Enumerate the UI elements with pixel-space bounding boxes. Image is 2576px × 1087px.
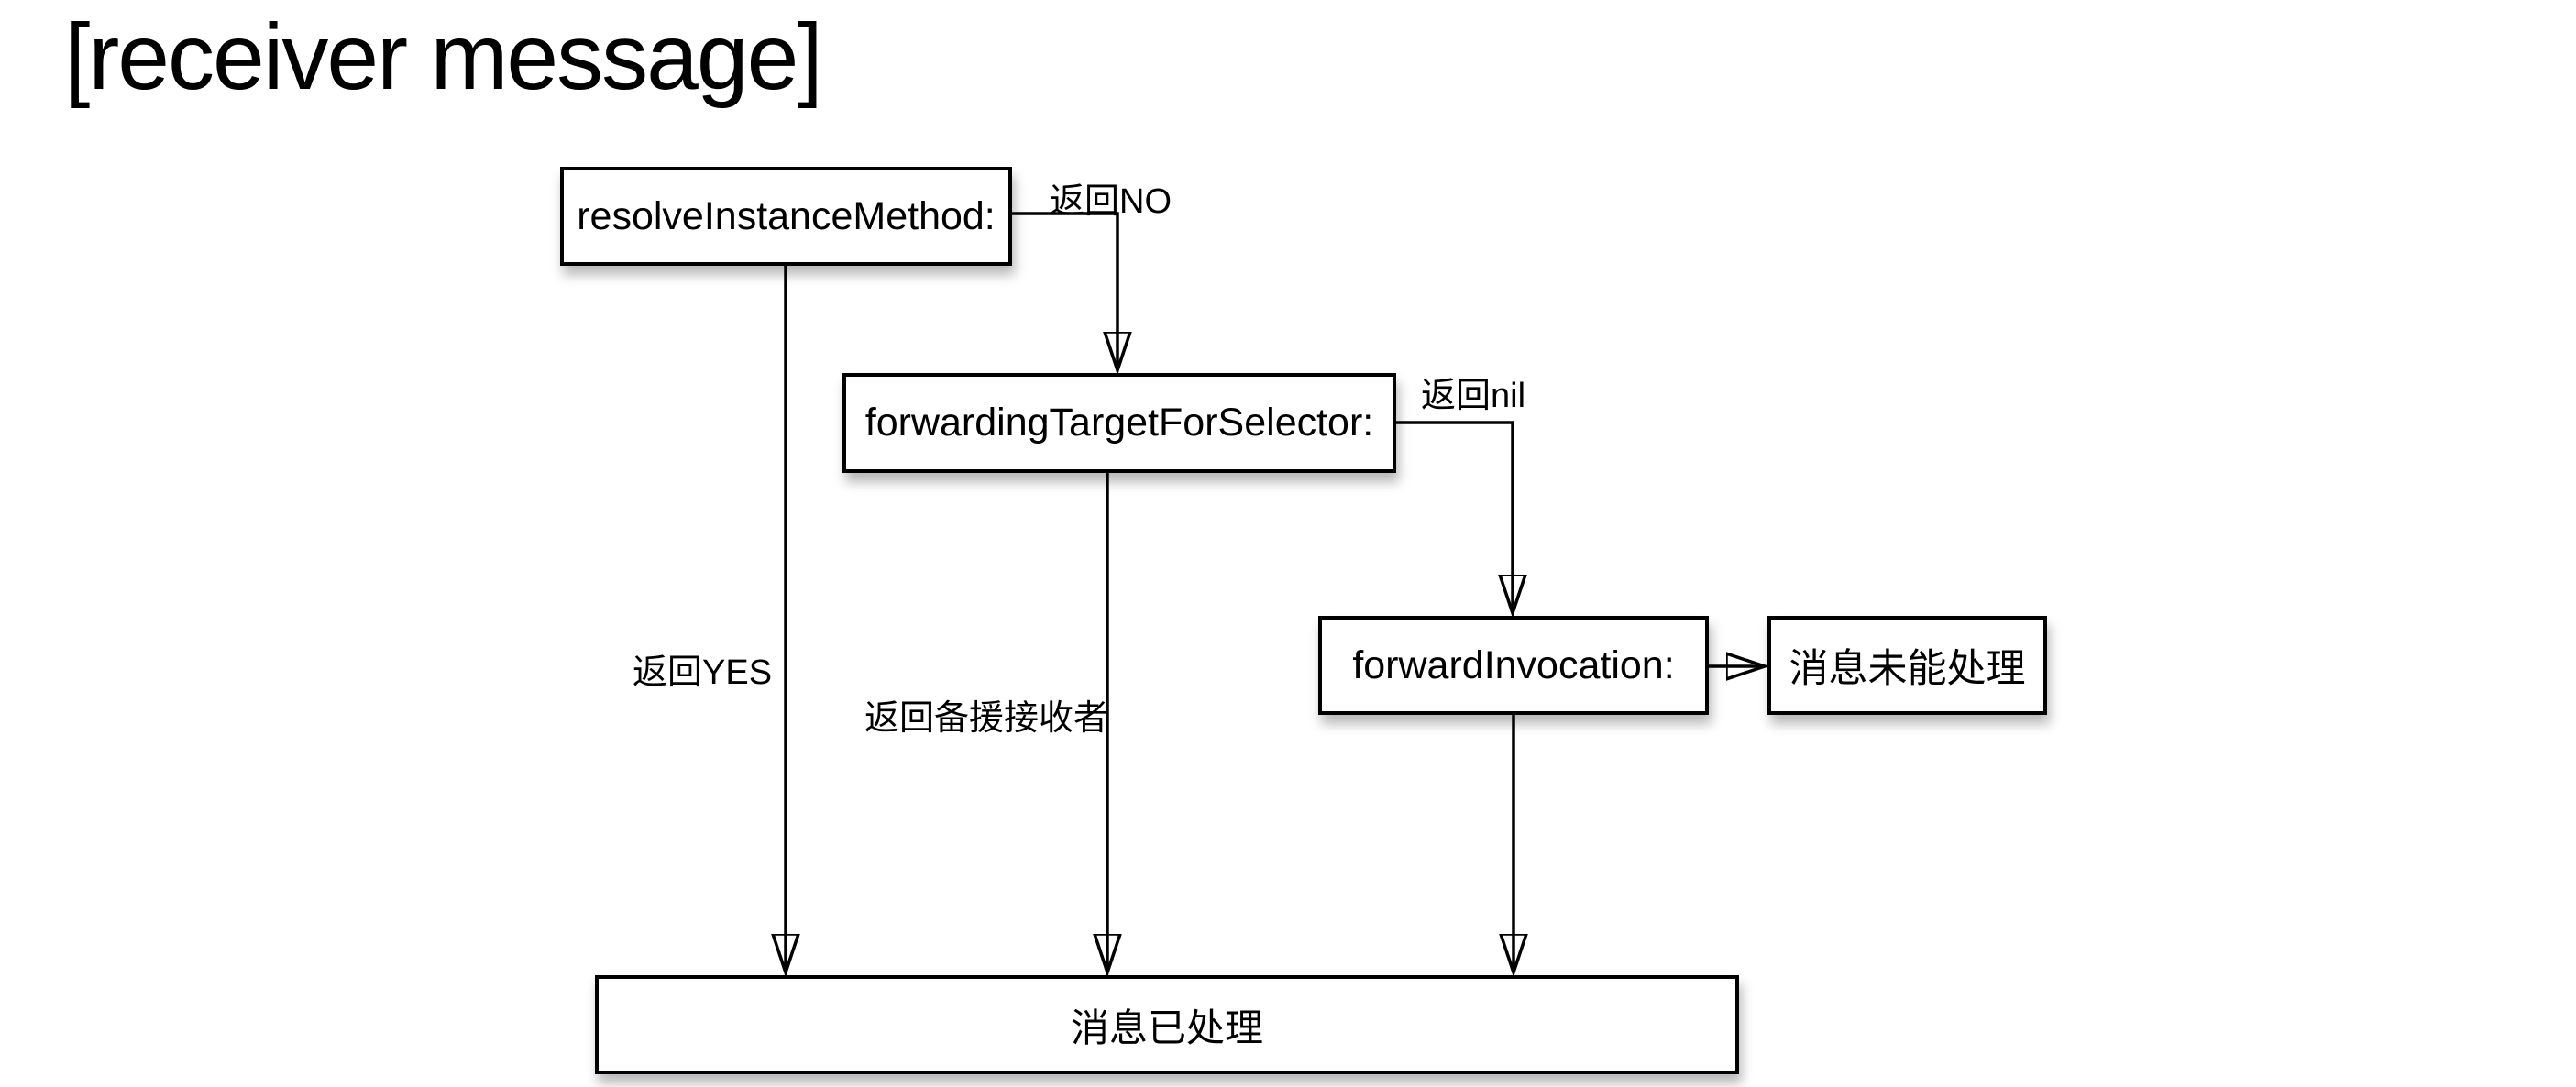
node-label: resolveInstanceMethod: [577, 193, 996, 238]
edge-return-nil-line [1392, 421, 1513, 612]
node-message-handled: 消息已处理 [595, 975, 1739, 1074]
node-resolve-instance-method: resolveInstanceMethod: [560, 167, 1012, 266]
node-label: forwardingTargetForSelector: [864, 401, 1374, 445]
edge-label-return-backup-receiver: 返回备援接收者 [864, 699, 1109, 738]
node-forward-invocation: forwardInvocation: [1318, 616, 1709, 715]
edge-label-return-yes: 返回YES [633, 653, 773, 692]
node-message-not-handled: 消息未能处理 [1767, 616, 2047, 715]
node-forwarding-target-for-selector: forwardingTargetForSelector: [842, 373, 1396, 473]
node-label: 消息未能处理 [1789, 647, 2026, 691]
edge-return-no-line [1012, 212, 1117, 369]
node-label: 消息已处理 [1070, 1005, 1263, 1049]
edge-label-return-nil: 返回nil [1421, 377, 1526, 415]
diagram-title: [receiver message] [64, 5, 823, 109]
edge-label-return-no: 返回NO [1050, 182, 1172, 221]
node-label: forwardInvocation: [1352, 642, 1675, 687]
